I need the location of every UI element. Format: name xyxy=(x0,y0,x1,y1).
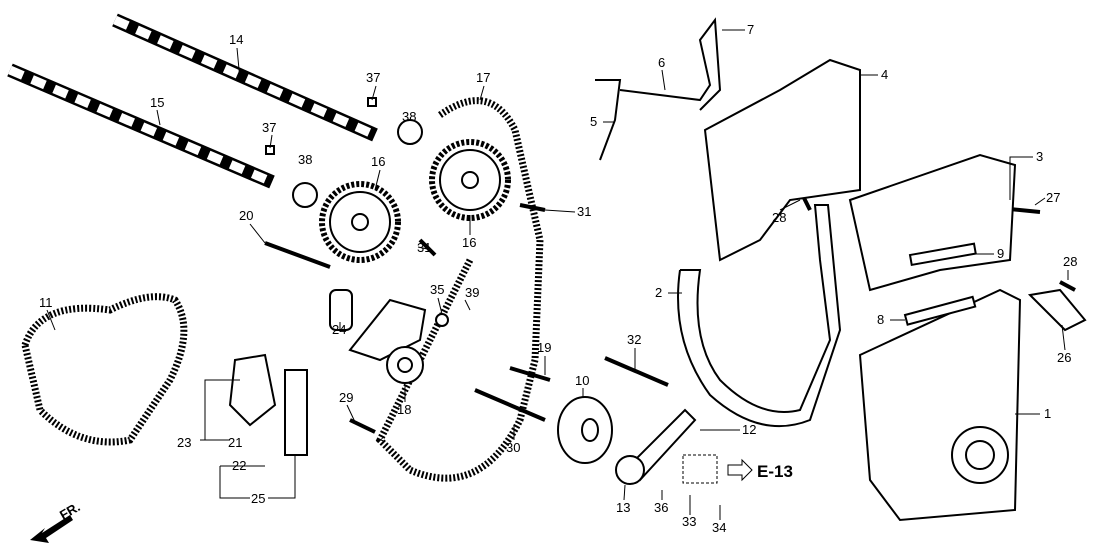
callout-11: 11 xyxy=(39,295,53,310)
callout-15: 15 xyxy=(150,95,164,110)
callout-31: 31 xyxy=(417,240,431,255)
callout-18: 18 xyxy=(397,402,411,417)
camshaft-upper xyxy=(112,13,378,142)
tensioner-pulley-hub xyxy=(397,357,413,373)
callout-39: 39 xyxy=(465,285,479,300)
seal-8 xyxy=(903,295,977,326)
callout-5: 5 xyxy=(590,114,597,129)
reference-arrow-icon xyxy=(727,458,753,482)
callouts: 14 15 37 37 38 38 16 16 17 31 31 20 35 3… xyxy=(39,22,1077,535)
callout-21: 21 xyxy=(228,435,242,450)
callout-28: 28 xyxy=(1063,254,1077,269)
callout-6: 6 xyxy=(658,55,665,70)
callout-25: 25 xyxy=(251,491,265,506)
idler-pulley-hub xyxy=(581,418,599,442)
cover-gasket xyxy=(677,204,842,428)
callout-7: 7 xyxy=(747,22,754,37)
callout-38: 38 xyxy=(402,109,416,124)
seals-5-6-7 xyxy=(595,17,722,161)
adjuster-ring xyxy=(615,455,645,485)
callout-28: 28 xyxy=(772,210,786,225)
callout-19: 19 xyxy=(537,340,551,355)
callout-12: 12 xyxy=(742,422,756,437)
callout-24: 24 xyxy=(332,322,346,337)
callout-10: 10 xyxy=(575,373,589,388)
washer xyxy=(435,313,449,327)
callout-37: 37 xyxy=(262,120,276,135)
seal-9 xyxy=(908,242,977,267)
leader-lines xyxy=(46,29,1069,520)
callout-31: 31 xyxy=(577,204,591,219)
callout-38: 38 xyxy=(298,152,312,167)
tensioner-collar xyxy=(329,289,353,331)
callout-8: 8 xyxy=(877,312,884,327)
callout-22: 22 xyxy=(232,458,246,473)
callout-32: 32 xyxy=(627,332,641,347)
callout-16: 16 xyxy=(371,154,385,169)
oil-seal-lower xyxy=(292,182,318,208)
callout-20: 20 xyxy=(239,208,253,223)
upper-cover-front xyxy=(848,153,1017,292)
front-label: FR. xyxy=(57,499,83,522)
callout-14: 14 xyxy=(229,32,243,47)
callout-4: 4 xyxy=(881,67,888,82)
callout-29: 29 xyxy=(339,390,353,405)
callout-16: 16 xyxy=(462,235,476,250)
crank-seal-inner xyxy=(965,440,995,470)
callout-33: 33 xyxy=(682,514,696,529)
oil-seal-upper xyxy=(397,119,423,145)
bolts xyxy=(264,189,1076,434)
callout-17: 17 xyxy=(476,70,490,85)
bracket-26 xyxy=(1027,288,1087,332)
callout-13: 13 xyxy=(616,500,630,515)
callout-34: 34 xyxy=(712,520,726,535)
tensioner-arm xyxy=(348,298,427,362)
auto-tensioner xyxy=(228,353,277,427)
upper-cover-rear xyxy=(703,58,861,262)
callout-35: 35 xyxy=(430,282,444,297)
callout-2: 2 xyxy=(655,285,662,300)
front-arrow-icon xyxy=(30,515,73,543)
reference-label: E-13 xyxy=(757,462,793,481)
cam-pulley-rear xyxy=(429,139,511,221)
balancer-belt xyxy=(21,293,188,446)
key-upper xyxy=(367,97,377,107)
callout-27: 27 xyxy=(1046,190,1060,205)
callout-3: 3 xyxy=(1036,149,1043,164)
callout-26: 26 xyxy=(1057,350,1071,365)
tensioner-bracket xyxy=(284,369,308,456)
callout-1: 1 xyxy=(1044,406,1051,421)
camshaft-lower xyxy=(7,63,275,189)
timing-belt xyxy=(375,97,544,482)
callout-36: 36 xyxy=(654,500,668,515)
callout-30: 30 xyxy=(506,440,520,455)
callout-37: 37 xyxy=(366,70,380,85)
reference-box xyxy=(682,454,718,484)
cam-pulley-front xyxy=(319,181,401,263)
callout-9: 9 xyxy=(997,246,1004,261)
callout-23: 23 xyxy=(177,435,191,450)
